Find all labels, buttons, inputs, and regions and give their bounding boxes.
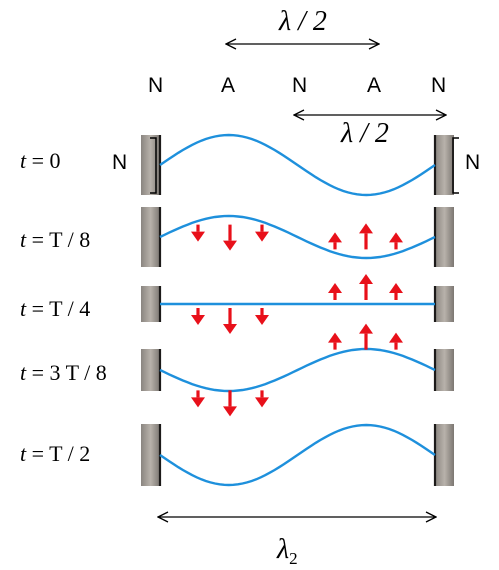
velocity-arrow-down-2-a [191,308,205,325]
right-wall-3 [435,349,454,391]
velocity-arrow-down-2-b [223,308,237,334]
right-wall-node-label: N [465,151,480,174]
right-wall-0 [435,135,454,195]
left-wall-3 [141,349,160,391]
velocity-arrow-down-3-b [223,390,237,417]
string-wave-1 [159,214,436,260]
top-span-label: λ / 2 [278,6,327,37]
time-label-0: t = 0 [20,148,61,173]
velocity-arrow-up-1-a [328,232,342,250]
antinode-label-1: A [221,74,235,97]
time-label-2: t = T / 4 [20,296,90,321]
velocity-arrow-up-3-b [359,323,373,350]
time-label-1: t = T / 8 [20,227,90,252]
velocity-arrow-up-2-c [389,283,403,300]
velocity-arrow-up-3-a [328,332,342,350]
left-wall-node-label: N [112,151,127,174]
right-wall-bracket [452,137,459,194]
velocity-arrow-up-1-c [389,232,403,250]
right-wall-1 [435,207,454,267]
left-wall-0 [141,135,160,195]
left-wall-1 [141,207,160,267]
left-wall-bracket [150,137,157,194]
node-label-1: N [148,74,163,97]
bottom-span-label: λ2 [276,534,298,568]
velocity-arrow-down-1-a [191,224,205,242]
velocity-arrow-up-2-b [359,274,373,300]
velocity-arrow-up-3-c [389,332,403,350]
string-wave-0 [159,133,436,197]
velocity-arrow-up-2-a [328,283,342,300]
string-wave-3 [159,347,436,393]
antinode-label-2: A [367,74,381,97]
velocity-arrow-down-3-a [191,390,205,408]
right-wall-2 [435,286,454,322]
node-label-2: N [292,74,307,97]
left-wall-4 [141,424,160,486]
velocity-arrow-down-1-c [255,224,269,242]
time-label-4: t = T / 2 [20,441,90,466]
velocity-arrow-down-3-c [255,390,269,408]
mid-span-label: λ / 2 [340,118,389,149]
time-label-3: t = 3 T / 8 [20,360,107,385]
velocity-arrow-up-1-b [359,223,373,250]
string-wave-4 [159,423,436,487]
right-wall-4 [435,424,454,486]
left-wall-2 [141,286,160,322]
velocity-arrow-down-1-b [223,224,237,251]
node-label-3: N [431,74,446,97]
velocity-arrow-down-2-c [255,308,269,325]
